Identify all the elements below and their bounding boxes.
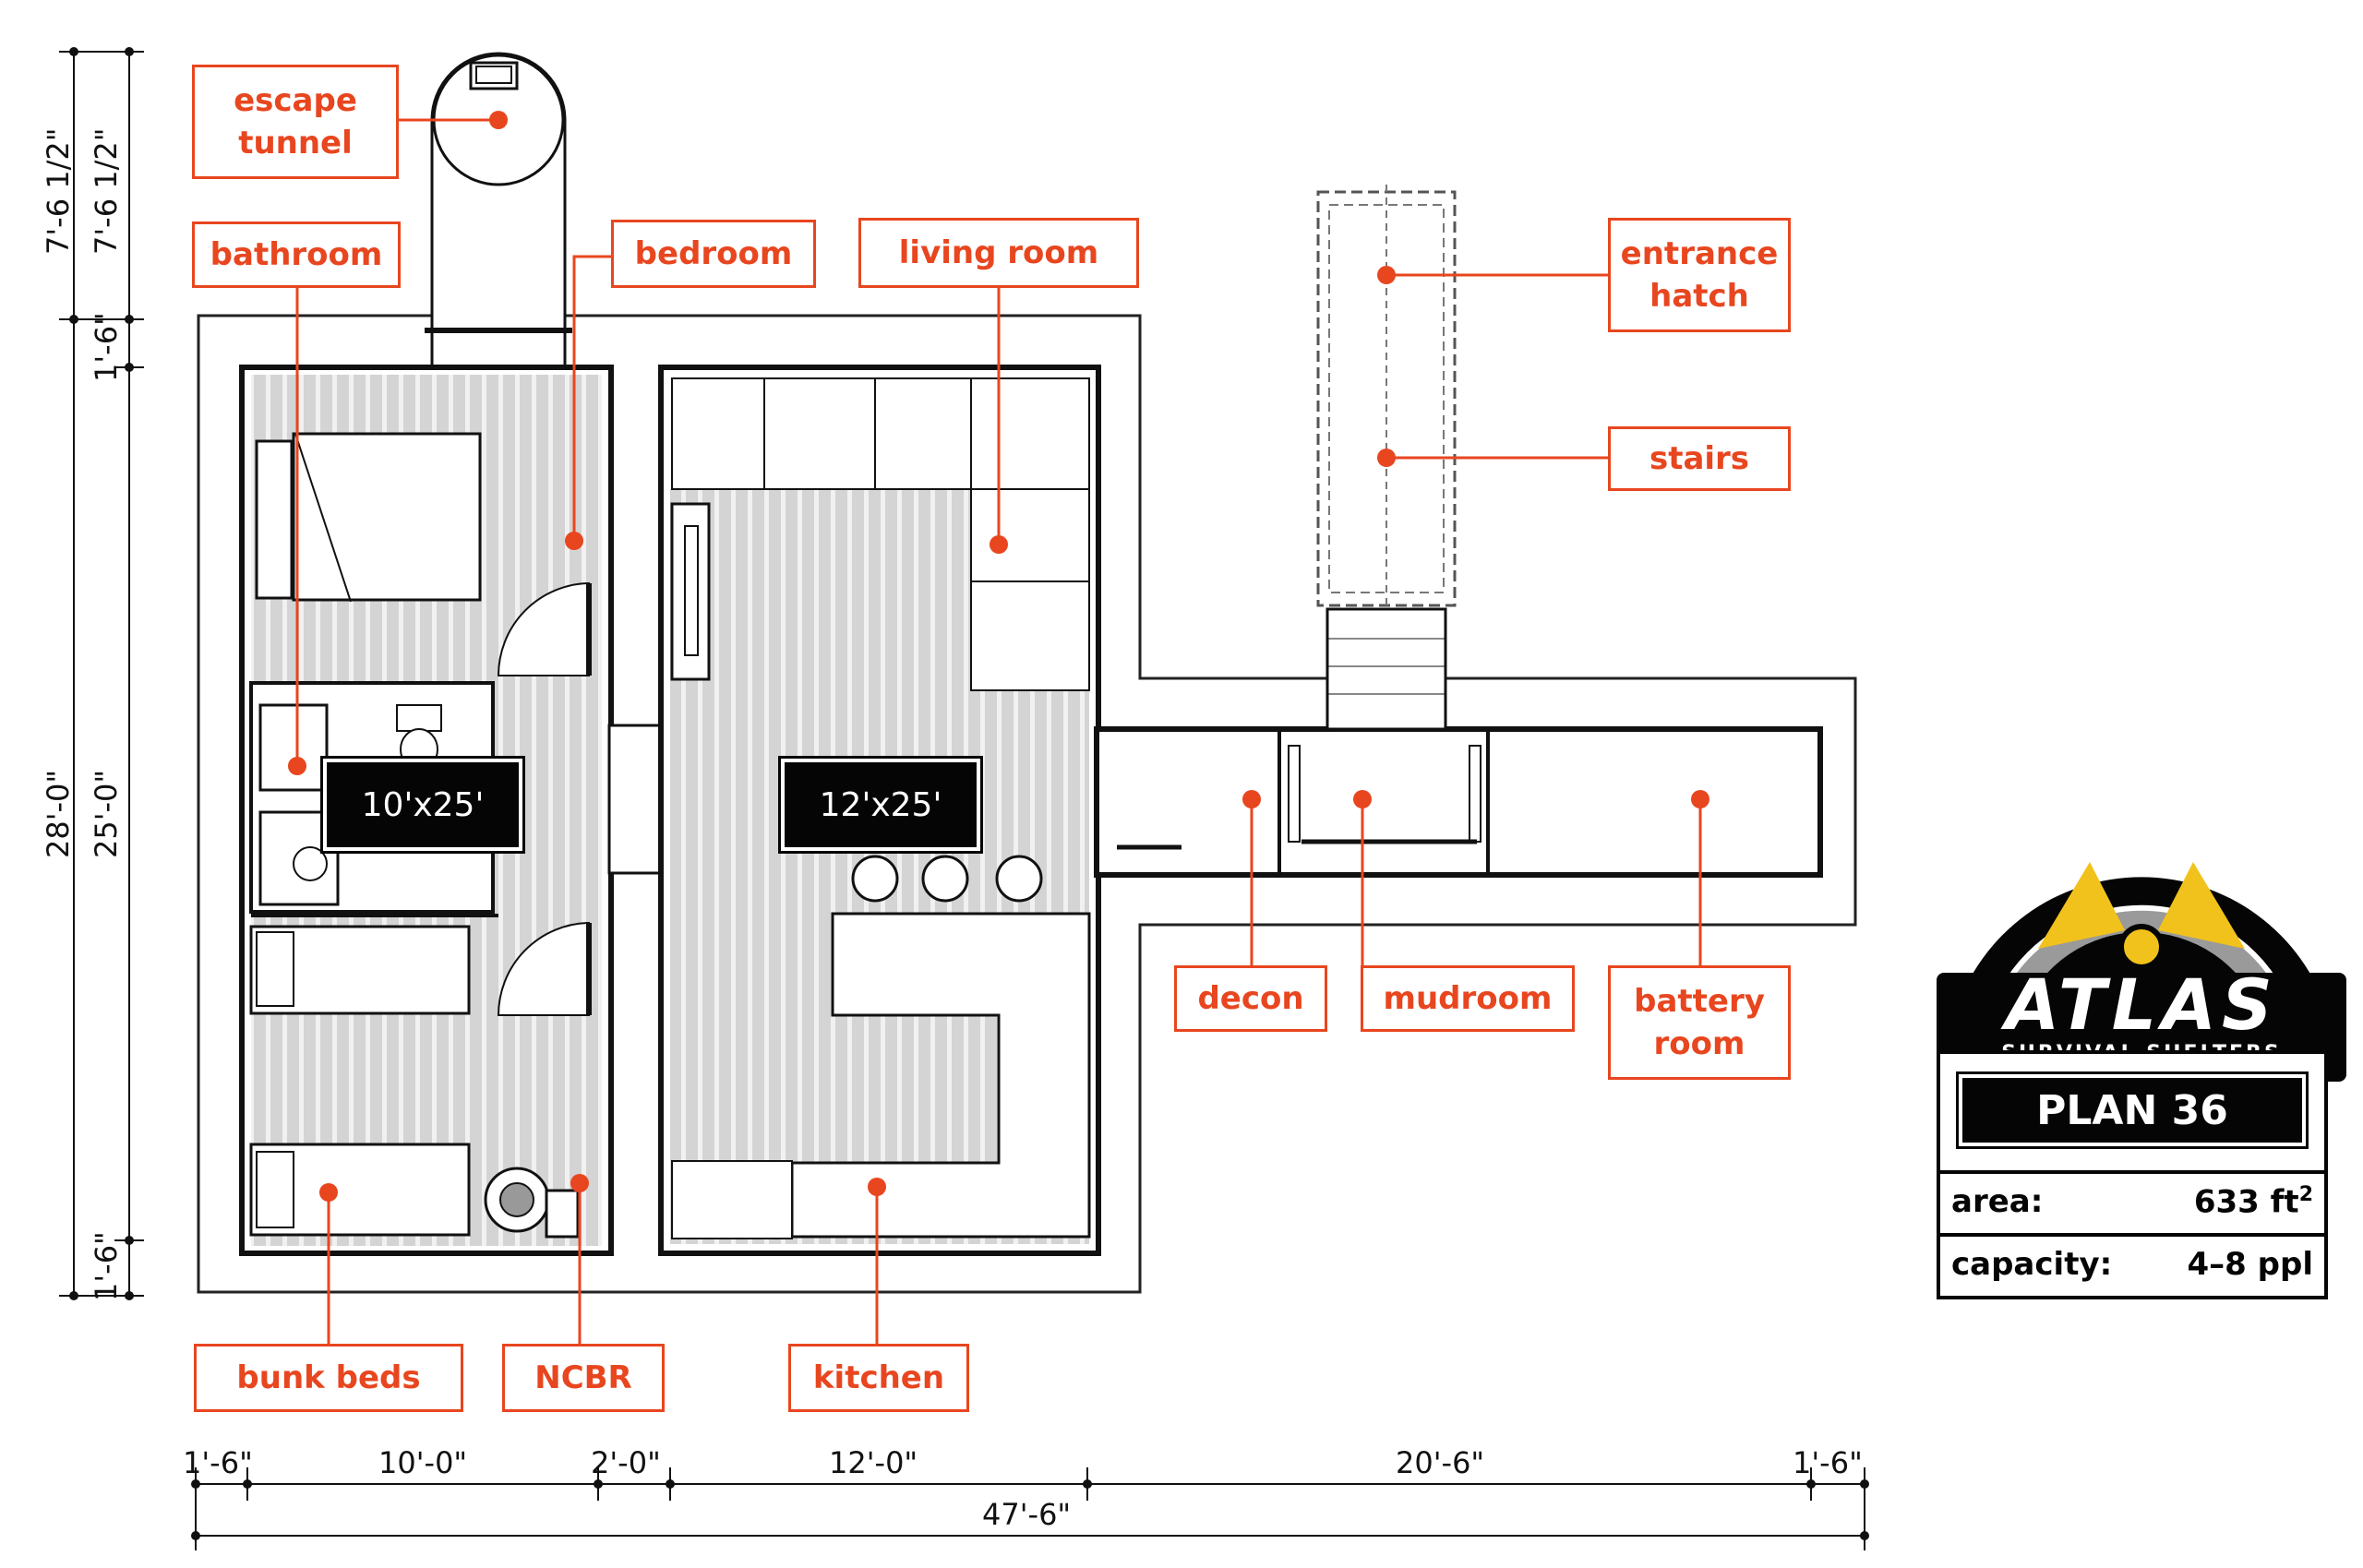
- plan-title: PLAN 36: [1956, 1071, 2309, 1149]
- dim-h-3: 2'-0": [591, 1445, 661, 1480]
- dim-v-outer-1: 7'-6 1/2": [41, 127, 76, 255]
- leader-dots: [288, 111, 1709, 1202]
- dim-h-4: 12'-0": [829, 1445, 918, 1480]
- capacity-value: 4–8 ppl: [2187, 1246, 2313, 1283]
- callout-mudroom: mudroom: [1361, 965, 1575, 1032]
- callout-kitchen: kitchen: [788, 1344, 969, 1412]
- area-exponent: 2: [2298, 1183, 2313, 1206]
- callout-escape-tunnel: escape tunnel: [192, 65, 399, 179]
- entrance-hatch-stairs: [1316, 185, 1457, 731]
- module-connector: [607, 724, 666, 875]
- leader-lines: [295, 118, 1702, 1344]
- dim-h-6: 1'-6": [1793, 1445, 1863, 1480]
- wing-module: [1094, 726, 1823, 878]
- dim-v-outer-2: 28'-0": [41, 769, 76, 858]
- module-size-left: 10'x25': [320, 756, 525, 854]
- callout-bathroom: bathroom: [192, 221, 401, 288]
- dim-v-inner-4: 1'-6": [89, 1231, 124, 1301]
- callout-bedroom: bedroom: [611, 220, 816, 288]
- area-value: 633 ft2: [2194, 1183, 2313, 1220]
- callout-living-room: living room: [858, 218, 1139, 288]
- area-number: 633 ft: [2193, 1183, 2299, 1221]
- dimension-ticks: [69, 47, 1869, 1540]
- area-row: area: 633 ft2: [1940, 1170, 2324, 1229]
- dim-v-inner-3: 25'-0": [89, 769, 124, 858]
- escape-tunnel-shape: [425, 52, 572, 371]
- callout-ncbr: NCBR: [502, 1344, 665, 1412]
- dim-v-inner-2: 1'-6": [89, 312, 124, 382]
- area-label: area:: [1951, 1183, 2044, 1220]
- dim-h-1: 1'-6": [183, 1445, 253, 1480]
- callout-battery-room: battery room: [1608, 965, 1791, 1080]
- capacity-row: capacity: 4–8 ppl: [1940, 1233, 2324, 1292]
- excavation-outline: [197, 314, 1857, 1294]
- dim-total-width: 47'-6": [982, 1497, 1072, 1532]
- dim-v-inner-1: 7'-6 1/2": [89, 127, 124, 255]
- dim-h-5: 20'-6": [1396, 1445, 1485, 1480]
- dim-h-2: 10'-0": [378, 1445, 468, 1480]
- callout-bunk-beds: bunk beds: [194, 1344, 463, 1412]
- callout-entrance-hatch: entrance hatch: [1608, 218, 1791, 332]
- left-module: [239, 365, 614, 1256]
- atlas-name: ATLAS: [2005, 964, 2278, 1046]
- callout-stairs: stairs: [1608, 426, 1791, 491]
- module-size-right: 12'x25': [778, 756, 983, 854]
- plan-info-card: PLAN 36 area: 633 ft2 capacity: 4–8 ppl: [1937, 1050, 2328, 1299]
- callout-decon: decon: [1174, 965, 1327, 1032]
- capacity-label: capacity:: [1951, 1246, 2113, 1283]
